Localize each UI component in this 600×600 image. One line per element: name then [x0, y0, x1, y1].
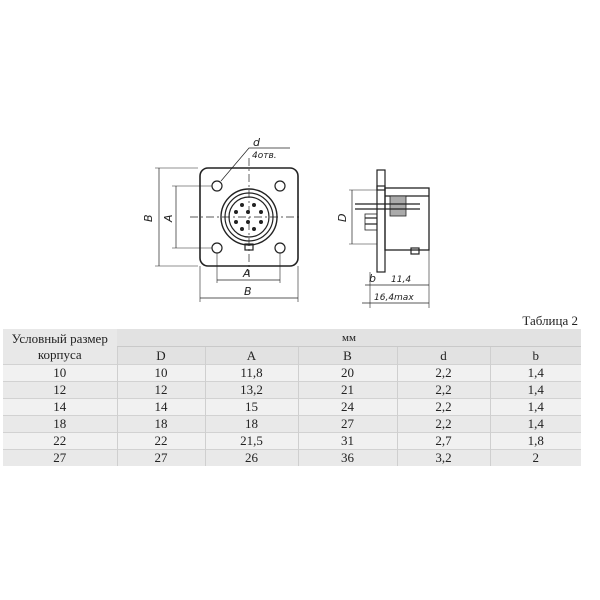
cell-B: 24 — [297, 398, 397, 416]
cell-D: 10 — [116, 364, 205, 382]
header-col-d-lower: d — [396, 346, 490, 365]
cell-b: 1,8 — [489, 432, 581, 450]
header-col-d-upper: D — [116, 346, 205, 365]
table-row: 27 27 26 36 3,2 2 — [3, 449, 581, 466]
cell-b: 1,4 — [489, 381, 581, 399]
header-col-b-lower: b — [489, 346, 581, 365]
side-view — [349, 169, 430, 308]
front-view — [155, 147, 302, 302]
cell-A: 13,2 — [204, 381, 298, 399]
cell-size: 27 — [3, 449, 117, 466]
table-caption: Таблица 2 — [522, 313, 578, 328]
label-body-length: 11,4 — [391, 275, 411, 285]
cell-D: 12 — [116, 381, 205, 399]
cell-b: 1,4 — [489, 415, 581, 433]
cell-d: 2,2 — [396, 364, 490, 382]
cell-D: 14 — [116, 398, 205, 416]
table-row: 18 18 18 27 2,2 1,4 — [3, 415, 581, 433]
label-hole-dia: d — [253, 136, 261, 149]
cell-d: 2,2 — [396, 415, 490, 433]
cell-size: 18 — [3, 415, 117, 433]
label-inner-a-vertical: A — [162, 214, 175, 223]
cell-A: 11,8 — [204, 364, 298, 382]
cell-d: 2,7 — [396, 432, 490, 450]
header-case-size: Условный размер корпуса — [3, 329, 117, 365]
label-diameter-d: D — [336, 214, 349, 222]
table-row: 22 22 21,5 31 2,7 1,8 — [3, 432, 581, 450]
cell-A: 15 — [204, 398, 298, 416]
table-row: 12 12 13,2 21 2,2 1,4 — [3, 381, 581, 399]
dimensions-table: Условный размер корпуса мм D A B d b 10 … — [3, 329, 581, 466]
cell-d: 2,2 — [396, 398, 490, 416]
table-row: 10 10 11,8 20 2,2 1,4 — [3, 364, 581, 382]
table-row: 14 14 15 24 2,2 1,4 — [3, 398, 581, 416]
cell-B: 20 — [297, 364, 397, 382]
cell-size: 14 — [3, 398, 117, 416]
cell-d: 2,2 — [396, 381, 490, 399]
header-col-b-upper: B — [297, 346, 397, 365]
cell-b: 1,4 — [489, 364, 581, 382]
cell-b: 1,4 — [489, 398, 581, 416]
label-hole-count: 4отв. — [252, 151, 277, 161]
header-unit: мм — [117, 329, 581, 347]
cell-D: 27 — [116, 449, 205, 466]
cell-B: 36 — [297, 449, 397, 466]
cell-size: 22 — [3, 432, 117, 450]
cell-D: 18 — [116, 415, 205, 433]
cell-b: 2 — [489, 449, 581, 466]
cell-D: 22 — [116, 432, 205, 450]
cell-A: 21,5 — [204, 432, 298, 450]
label-overall-length: 16,4max — [374, 293, 414, 303]
cell-B: 31 — [297, 432, 397, 450]
header-col-a: A — [204, 346, 298, 365]
cell-d: 3,2 — [396, 449, 490, 466]
technical-drawing: d 4отв. B A A B D b 11,4 16,4max — [142, 136, 430, 308]
label-outer-b-horizontal: B — [244, 285, 252, 298]
cell-size: 12 — [3, 381, 117, 399]
cell-A: 18 — [204, 415, 298, 433]
label-inner-a-horizontal: A — [242, 267, 251, 280]
label-outer-b-vertical: B — [142, 214, 155, 222]
cell-B: 27 — [297, 415, 397, 433]
cell-A: 26 — [204, 449, 298, 466]
cell-size: 10 — [3, 364, 117, 382]
label-flange-b: b — [369, 272, 376, 285]
cell-B: 21 — [297, 381, 397, 399]
